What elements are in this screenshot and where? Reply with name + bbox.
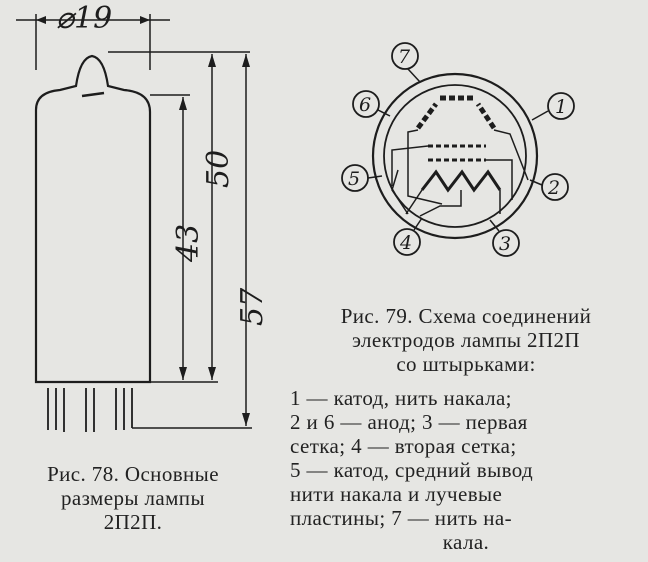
tube-getter-mark <box>81 91 105 98</box>
diameter-label: ⌀19 <box>56 1 112 36</box>
legend-line: пластины; 7 — нить на- <box>290 506 513 530</box>
pin-2-balloon <box>541 173 569 201</box>
legend-line: сетка; 4 — вторая сетка; <box>290 434 517 458</box>
tube-pins <box>47 388 133 432</box>
fig78-caption-line: Рис. 78. Основные <box>47 462 219 486</box>
tube-outline <box>34 54 152 384</box>
anode-wire <box>407 129 529 205</box>
fig78-caption-line: 2П2П. <box>103 510 163 534</box>
socket-outer-circle <box>371 72 539 240</box>
fig78-caption-line: размеры лампы <box>61 486 205 510</box>
fig78-caption: Рис. 78. Основные размеры лампы 2П2П. <box>8 462 258 534</box>
legend-line: 1 — катод, нить накала; <box>290 386 512 410</box>
pin-6-balloon <box>352 90 380 118</box>
filament <box>420 169 502 193</box>
legend-line: 5 — катод, средний вывод <box>290 458 534 482</box>
fig79-caption-line: Рис. 79. Схема соединений <box>340 304 592 328</box>
fig79-caption-line: со штырьками: <box>396 352 536 376</box>
grid-lines <box>428 144 486 162</box>
pin-3-balloon <box>492 229 520 257</box>
socket-inner-circle <box>383 84 527 228</box>
legend-line: 2 и 6 — анод; 3 — первая <box>290 410 528 434</box>
anode-plates <box>416 95 497 130</box>
legend-line: кала. <box>442 530 490 554</box>
pin-7-number: 7 <box>398 46 411 68</box>
pin-leaders <box>367 68 549 232</box>
dim-43-label: 43 <box>171 224 206 263</box>
pin-1-balloon <box>547 92 575 120</box>
pin-3-number: 3 <box>499 233 511 255</box>
fig79-legend: 1 — катод, нить накала; 2 и 6 — анод; 3 … <box>290 386 642 554</box>
fig79-caption-line: электродов лампы 2П2П <box>352 328 580 352</box>
dim-50-label: 50 <box>201 150 236 188</box>
fig79-caption: Рис. 79. Схема соединений электродов лам… <box>290 304 642 376</box>
filament-wires <box>405 189 501 217</box>
pin-7-balloon <box>391 42 419 70</box>
grid-wires <box>391 145 513 200</box>
pin-2-number: 2 <box>547 177 560 199</box>
pin-6-number: 6 <box>359 94 371 116</box>
dim-57-label: 57 <box>235 287 270 326</box>
legend-line: нити накала и лучевые <box>290 482 503 506</box>
pin-4-balloon <box>393 228 421 256</box>
pin-1-number: 1 <box>555 96 567 118</box>
pin-4-number: 4 <box>399 232 412 254</box>
pin-5-number: 5 <box>348 168 360 190</box>
